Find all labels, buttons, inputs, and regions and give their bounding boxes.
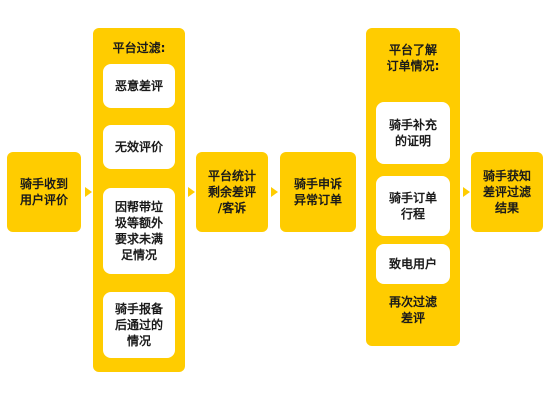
arrow-4 xyxy=(463,187,470,197)
filter-item-extra-request: 因帮带垃 圾等额外 要求未满 足情况 xyxy=(103,188,175,274)
understand-item-call-user: 致电用户 xyxy=(376,244,450,284)
filter-item-rider-reported: 骑手报备 后通过的 情况 xyxy=(103,292,175,358)
filter-item-label: 骑手报备 后通过的 情况 xyxy=(114,302,163,348)
understand-item-label: 致电用户 xyxy=(388,257,437,271)
node-rider-appeal-label: 骑手申诉 异常订单 xyxy=(293,177,342,207)
platform-filter-title: 平台过滤: xyxy=(112,41,166,55)
arrow-2 xyxy=(188,187,195,197)
understand-item-rider-trip: 骑手订单 行程 xyxy=(376,176,450,236)
arrow-1 xyxy=(85,187,92,197)
arrow-3 xyxy=(271,187,278,197)
understand-item-label: 骑手补充 的证明 xyxy=(388,118,437,148)
understand-item-label: 骑手订单 行程 xyxy=(388,191,437,221)
platform-understand-title: 平台了解 订单情况: xyxy=(386,43,440,73)
node-rider-receives-review-label: 骑手收到 用户评价 xyxy=(19,177,68,207)
filter-item-malicious-review: 恶意差评 xyxy=(103,64,175,108)
platform-filter-panel: 平台过滤: 恶意差评 无效评价 因帮带垃 圾等额外 要求未满 足情况 骑手报备 … xyxy=(93,28,185,372)
filter-item-label: 恶意差评 xyxy=(114,79,163,93)
node-platform-stats: 平台统计 剩余差评 /客诉 xyxy=(196,152,268,232)
filter-item-label: 因帮带垃 圾等额外 要求未满 足情况 xyxy=(114,200,163,262)
node-rider-result: 骑手获知 差评过滤 结果 xyxy=(471,152,543,232)
node-rider-appeal: 骑手申诉 异常订单 xyxy=(280,152,356,232)
platform-understand-panel: 平台了解 订单情况: 骑手补充 的证明 骑手订单 行程 致电用户 再次过滤 差评 xyxy=(366,28,460,346)
node-rider-result-label: 骑手获知 差评过滤 结果 xyxy=(482,169,531,215)
understand-item-rider-proof: 骑手补充 的证明 xyxy=(376,102,450,164)
filter-item-label: 无效评价 xyxy=(114,140,163,154)
node-platform-stats-label: 平台统计 剩余差评 /客诉 xyxy=(207,169,256,215)
filter-item-invalid-review: 无效评价 xyxy=(103,125,175,169)
node-rider-receives-review: 骑手收到 用户评价 xyxy=(7,152,81,232)
understand-panel-footer: 再次过滤 差评 xyxy=(388,295,437,325)
